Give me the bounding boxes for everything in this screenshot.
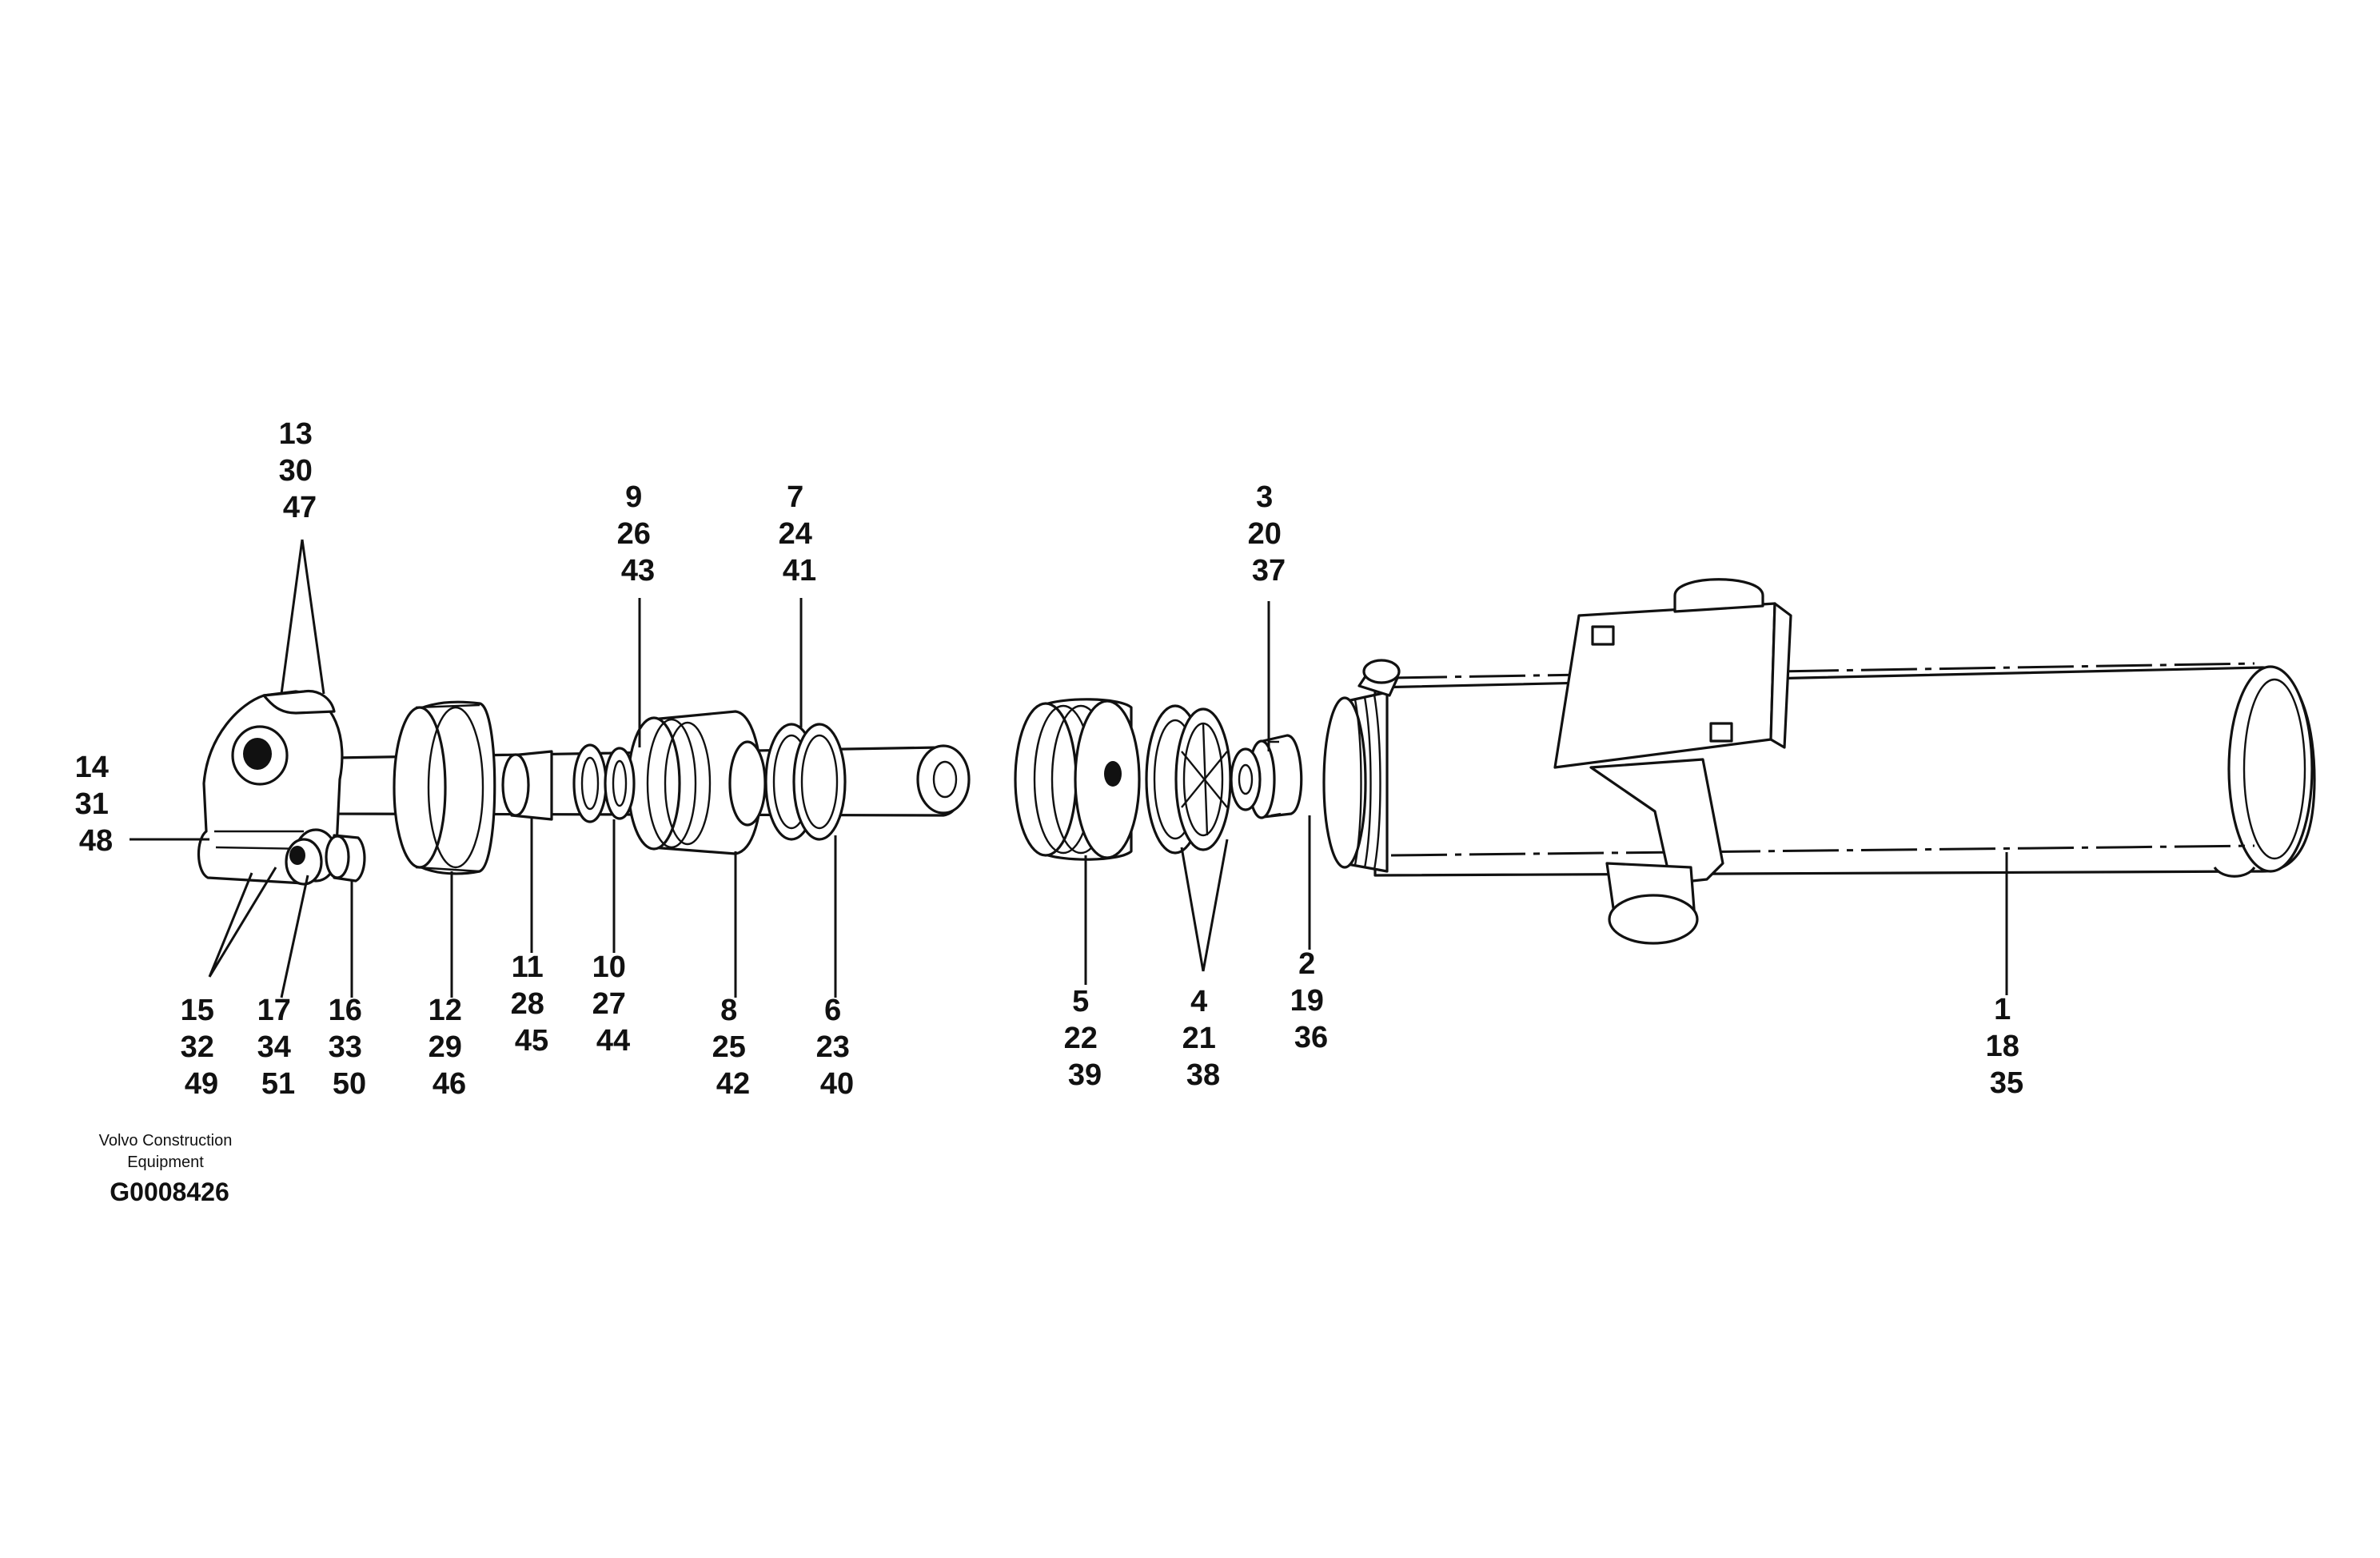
- callout-16: 16 33 50: [329, 994, 371, 1101]
- part-washer: [1230, 747, 1262, 811]
- figure-footer: Volvo Construction Equipment G0008426: [99, 1132, 233, 1206]
- callout-2: 2 19 36: [1290, 947, 1333, 1054]
- callout-13: 13 30 47: [279, 417, 321, 524]
- leader-lines: [130, 539, 2008, 998]
- figure-code: G0008426: [110, 1177, 229, 1206]
- callout-labels: 1 18 35 2 19 36 3 20 37 4 21 38 5 22 39 …: [75, 417, 2028, 1101]
- callout-1: 1 18 35: [1986, 993, 2028, 1100]
- callout-14: 14 31 48: [75, 751, 118, 858]
- callout-11: 11 28 45: [511, 950, 553, 1058]
- callout-3: 3 20 37: [1248, 480, 1290, 588]
- part-guide-rings: [1145, 704, 1232, 855]
- callout-12: 12 29 46: [429, 994, 471, 1101]
- part-seal-ring-6-7: [764, 723, 847, 841]
- part-seal-9-10: [572, 743, 636, 823]
- part-rod-guide: [627, 710, 767, 855]
- part-wiper-11: [501, 750, 553, 821]
- part-screw-washer: [285, 828, 366, 886]
- callout-7: 7 24 41: [779, 480, 821, 588]
- callout-8: 8 25 42: [712, 994, 755, 1101]
- part-cylinder-head: [393, 700, 496, 875]
- part-nut: [1247, 734, 1303, 819]
- part-cylinder-barrel: [1322, 578, 2316, 945]
- callout-5: 5 22 39: [1064, 985, 1106, 1092]
- footer-company-line1: Volvo Construction: [99, 1132, 233, 1150]
- callout-15: 15 32 49: [181, 994, 223, 1101]
- callout-9: 9 26 43: [617, 480, 660, 588]
- footer-company-line2: Equipment: [127, 1154, 204, 1171]
- callout-10: 10 27 44: [592, 950, 635, 1058]
- callout-4: 4 21 38: [1182, 985, 1225, 1092]
- callout-6: 6 23 40: [816, 994, 859, 1101]
- callout-17: 17 34 51: [257, 994, 300, 1101]
- part-piston: [1014, 698, 1141, 861]
